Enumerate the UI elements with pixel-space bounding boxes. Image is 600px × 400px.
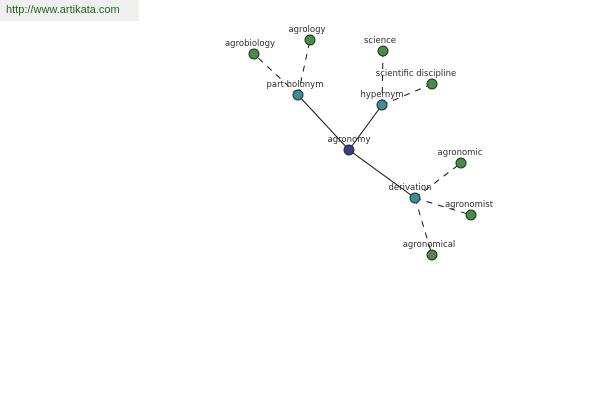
graph-node-agrobiology[interactable]: agrobiology (225, 39, 275, 60)
node-dot-agronomical[interactable] (426, 249, 438, 261)
node-label-derivation[interactable]: derivation (388, 183, 431, 193)
node-dot-agronomic[interactable] (455, 157, 467, 169)
site-url-link[interactable]: http://www.artikata.com (0, 0, 139, 21)
node-dot-derivation[interactable] (409, 192, 421, 204)
graph-edges (253, 39, 472, 256)
node-label-hypernym[interactable]: hypernym (360, 90, 403, 100)
graph-node-derivation[interactable]: derivation (388, 183, 432, 204)
node-label-science[interactable]: science (364, 36, 396, 46)
node-label-agronomist[interactable]: agronomist (445, 200, 494, 210)
node-dot-hypernym[interactable] (376, 99, 388, 111)
graph-node-agronomist[interactable]: agronomist (445, 200, 494, 221)
node-dot-agronomist[interactable] (465, 209, 477, 221)
graph-node-science[interactable]: science (364, 36, 396, 57)
graph-node-agronomy[interactable]: agronomy (327, 135, 371, 156)
node-label-scientific-discipline[interactable]: scientific discipline (376, 69, 456, 79)
node-label-agronomical[interactable]: agronomical (403, 240, 456, 250)
edge-hypernym-to-science (381, 50, 384, 106)
graph-node-hypernym[interactable]: hypernym (360, 90, 404, 111)
edge-derivation-to-agronomist (414, 197, 472, 216)
edge-part-holonym-to-agrobiology (253, 53, 299, 96)
edge-derivation-to-agronomic (414, 162, 462, 199)
edge-part-holonym-to-agrology (297, 39, 311, 96)
node-dot-part-holonym[interactable] (292, 89, 304, 101)
node-dot-scientific-discipline[interactable] (426, 78, 438, 90)
edge-agronomy-to-part-holonym (297, 94, 350, 151)
graph-node-part-holonym[interactable]: part holonym (267, 80, 324, 101)
graph-nodes: agronomy part holonym hypernym derivation ag… (225, 25, 494, 261)
node-label-agrobiology[interactable]: agrobiology (225, 39, 275, 49)
edge-hypernym-to-scientific-discipline (381, 83, 433, 106)
node-label-agrology[interactable]: agrology (288, 25, 325, 35)
edge-agronomy-to-derivation (348, 149, 416, 199)
graph-node-agronomic[interactable]: agronomic (437, 148, 483, 169)
node-dot-agrobiology[interactable] (248, 48, 260, 60)
node-dot-agrology[interactable] (304, 34, 316, 46)
graph-node-scientific-discipline[interactable]: scientific discipline (376, 69, 456, 90)
node-label-agronomy[interactable]: agronomy (327, 135, 370, 145)
graph-node-agronomical[interactable]: agronomical (403, 240, 456, 261)
edge-agronomy-to-hypernym (348, 104, 383, 151)
node-dot-agronomy[interactable] (343, 144, 355, 156)
node-dot-science[interactable] (377, 45, 389, 57)
node-label-agronomic[interactable]: agronomic (437, 148, 482, 158)
graph-node-agrology[interactable]: agrology (288, 25, 326, 46)
node-label-part-holonym[interactable]: part holonym (267, 80, 324, 90)
edge-derivation-to-agronomical (414, 197, 433, 256)
